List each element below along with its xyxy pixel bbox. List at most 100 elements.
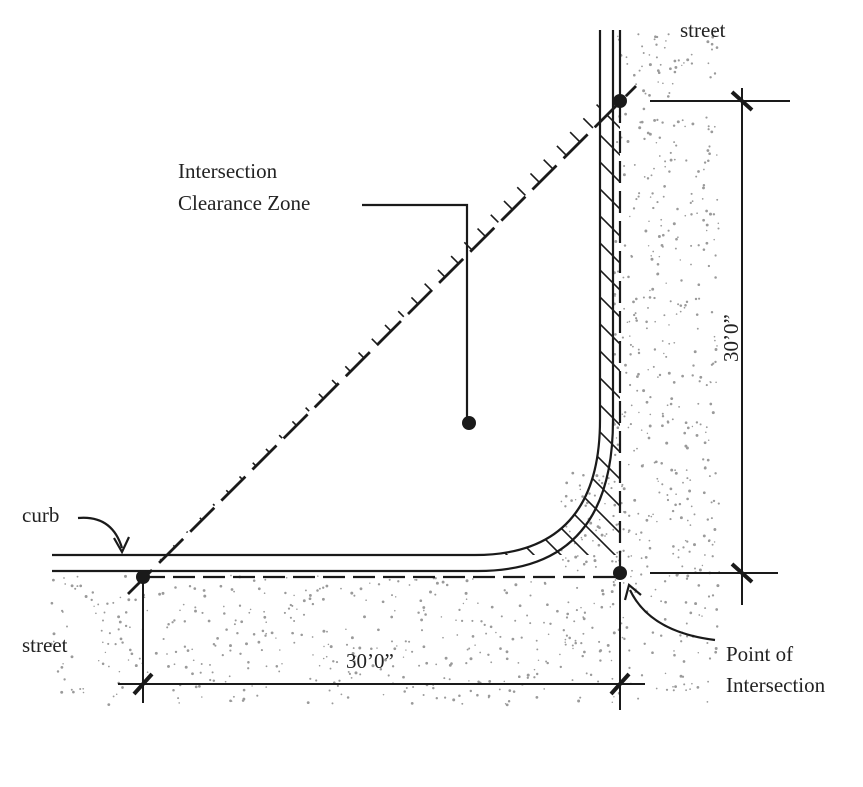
stipple-dot xyxy=(621,336,624,339)
stipple-dot xyxy=(710,310,714,314)
stipple-dot xyxy=(635,319,638,322)
stipple-dot xyxy=(595,529,597,532)
stipple-dot xyxy=(714,650,718,654)
stipple-dot xyxy=(654,588,657,591)
stipple-dot xyxy=(564,505,567,508)
stipple-dot xyxy=(329,667,332,670)
stipple-dot xyxy=(685,577,689,580)
stipple-dot xyxy=(526,673,530,677)
stipple-dot xyxy=(710,130,714,134)
stipple-dot xyxy=(624,363,627,367)
stipple-dot xyxy=(670,397,674,400)
stipple-dot xyxy=(617,35,619,38)
stipple-dot xyxy=(656,201,659,204)
stipple-dot xyxy=(471,619,474,622)
stipple-dot xyxy=(644,229,648,233)
stipple-dot xyxy=(224,680,227,683)
stipple-dot xyxy=(673,70,677,74)
stipple-dot xyxy=(284,591,287,595)
stipple-dot xyxy=(690,263,692,266)
stipple-dot xyxy=(146,671,149,674)
stipple-dot xyxy=(316,589,319,592)
stipple-dot xyxy=(359,673,362,676)
stipple-dot xyxy=(669,487,673,491)
stipple-dot xyxy=(403,690,406,693)
stipple-dot xyxy=(713,528,717,531)
stipple-dot xyxy=(615,523,618,527)
stipple-dot xyxy=(64,583,67,585)
stipple-dot xyxy=(576,586,579,589)
stipple-dot xyxy=(673,141,676,144)
stipple-dot xyxy=(668,170,671,173)
stipple-dot xyxy=(691,122,695,126)
stipple-dot xyxy=(302,599,306,603)
stipple-dot xyxy=(50,601,54,605)
dimension-horizontal xyxy=(118,582,645,710)
stipple-dot xyxy=(707,264,711,268)
stipple-dot xyxy=(108,632,111,635)
stipple-dot xyxy=(635,83,638,86)
stipple-dot xyxy=(631,569,633,572)
stipple-dot xyxy=(704,607,707,610)
stipple-dot xyxy=(455,619,457,621)
stipple-dot xyxy=(665,355,668,358)
stipple-dot xyxy=(588,492,591,495)
stipple-dot xyxy=(571,679,574,682)
stipple-dot xyxy=(612,583,616,587)
stipple-dot xyxy=(669,67,672,71)
stipple-dot xyxy=(623,637,626,641)
stipple-dot xyxy=(302,613,306,616)
stipple-dot xyxy=(637,697,640,700)
stipple-dot xyxy=(667,229,670,232)
stipple-dot xyxy=(638,69,641,72)
zone-label-line1: Intersection xyxy=(178,159,278,183)
stipple-dot xyxy=(435,663,438,666)
stipple-dot xyxy=(705,229,708,232)
stipple-dot xyxy=(661,424,664,428)
stipple-dot xyxy=(434,577,437,580)
stipple-dot xyxy=(188,584,192,588)
stipple-dot xyxy=(644,92,647,95)
stipple-dot xyxy=(649,289,651,292)
stipple-dot xyxy=(91,591,95,594)
stipple-dot xyxy=(644,556,648,559)
stipple-dot xyxy=(203,594,207,598)
stipple-dot xyxy=(648,63,652,67)
stipple-dot xyxy=(701,198,704,200)
stipple-dot xyxy=(658,155,661,157)
stipple-dot xyxy=(309,677,312,680)
zone-leader xyxy=(362,203,469,423)
stipple-dot xyxy=(707,159,710,162)
stipple-dot xyxy=(712,213,716,216)
stipple-dot xyxy=(612,528,615,531)
stipple-dot xyxy=(129,626,131,629)
stipple-dot xyxy=(322,657,325,660)
stipple-dot xyxy=(311,636,314,638)
stipple-dot xyxy=(666,404,669,407)
stipple-dot xyxy=(405,649,407,651)
stipple-dot xyxy=(651,631,655,634)
stipple-dot xyxy=(263,592,266,595)
stipple-dot xyxy=(616,426,620,429)
stipple-dot xyxy=(60,690,64,694)
stipple-dot xyxy=(435,581,439,585)
stipple-dot xyxy=(683,431,687,435)
stipple-dot xyxy=(598,526,601,530)
stipple-dot xyxy=(706,149,710,152)
stipple-dot xyxy=(461,702,464,705)
stipple-dot xyxy=(600,533,604,537)
stipple-dot xyxy=(270,631,274,635)
stipple-dot xyxy=(318,664,321,667)
stipple-dot xyxy=(609,606,612,608)
stipple-dot xyxy=(600,481,604,485)
stipple-dot xyxy=(613,480,616,483)
stipple-dot xyxy=(626,62,629,65)
stipple-dot xyxy=(706,518,709,521)
stipple-dot xyxy=(177,697,180,700)
stipple-dot xyxy=(70,584,74,588)
hatch-line xyxy=(650,50,863,670)
stipple-dot xyxy=(183,620,187,623)
stipple-dot xyxy=(390,640,394,643)
stipple-dot xyxy=(456,634,459,636)
point-of-intersection-arrow xyxy=(623,583,716,642)
